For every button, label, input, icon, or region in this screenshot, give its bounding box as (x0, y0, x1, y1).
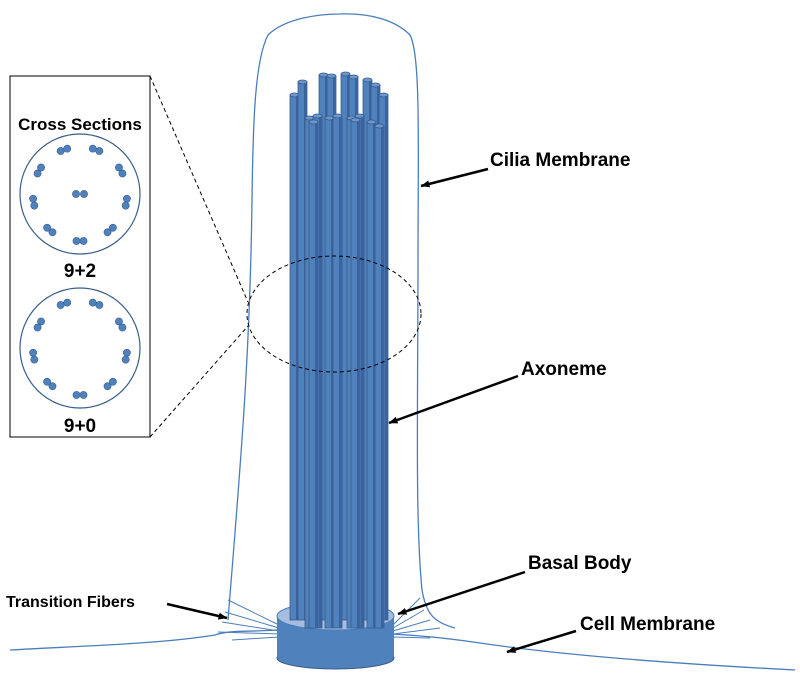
label-cilia-membrane: Cilia Membrane (490, 150, 630, 171)
axoneme-microtubule (350, 117, 361, 629)
cross-section-9-0-doublets (29, 298, 131, 399)
microtubule-doublet (103, 377, 117, 391)
microtubule-doublet (56, 298, 72, 309)
label-9-2: 9+2 (64, 261, 96, 282)
inset-connector-bottom (149, 325, 249, 438)
cell-membrane-outline-right (391, 633, 796, 671)
cilia-membrane-outline (227, 13, 456, 629)
cross-sections-inset (9, 75, 151, 438)
microtubule-doublet (43, 377, 57, 391)
microtubule-doublet (121, 194, 131, 210)
microtubule-doublet (121, 348, 131, 364)
transition-fibers (217, 597, 441, 641)
inset-title: Cross Sections (18, 115, 142, 134)
microtubule-doublet (56, 144, 72, 155)
microtubule-doublet (33, 317, 45, 332)
microtubule-doublet (103, 223, 117, 237)
axoneme-microtubule (308, 119, 319, 629)
cross-section-9-0-circle (19, 287, 141, 409)
microtubule-doublet (43, 223, 57, 237)
microtubule-doublet (115, 163, 127, 178)
axoneme-microtubule (374, 123, 385, 629)
cross-section-9-2-doublets (29, 144, 131, 245)
microtubule-doublet (33, 163, 45, 178)
microtubule-doublet (29, 194, 39, 210)
axoneme-microtubule (332, 113, 343, 629)
arrow-cilia-membrane (420, 167, 489, 188)
label-basal-body: Basal Body (528, 553, 632, 574)
inset-connector-top (149, 75, 249, 303)
cell-membrane-outline (9, 629, 279, 651)
microtubule-doublet (72, 237, 88, 245)
arrow-axoneme (388, 374, 519, 425)
label-axoneme: Axoneme (521, 359, 607, 380)
label-9-0: 9+0 (64, 416, 96, 437)
microtubule-doublet (115, 317, 127, 332)
microtubule-doublet (88, 298, 104, 309)
cross-section-9-2-circle (19, 133, 141, 255)
microtubule-doublet (88, 144, 104, 155)
arrow-cell-membrane (506, 629, 577, 654)
axoneme (289, 71, 389, 629)
microtubule-doublet (72, 391, 88, 399)
label-cell-membrane: Cell Membrane (580, 614, 715, 635)
central-pair (72, 190, 88, 198)
label-transition-fibers: Transition Fibers (6, 594, 135, 611)
arrow-transition-fibers (166, 602, 228, 620)
microtubule-doublet (29, 348, 39, 364)
arrow-basal-body (397, 570, 526, 616)
cross-section-highlight (246, 255, 422, 373)
